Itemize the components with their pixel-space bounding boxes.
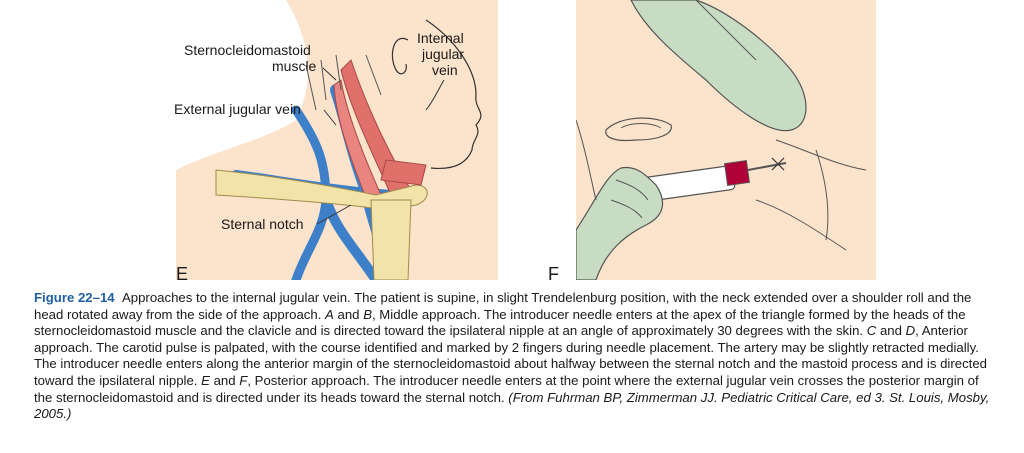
caption-and-2: and (876, 323, 906, 339)
caption-ref-a: A (325, 306, 334, 322)
sternal-head-shape (380, 159, 427, 186)
leader-line-notch (316, 204, 352, 225)
ear (391, 37, 409, 75)
sternum-shape (370, 199, 412, 280)
panel-letter-f: F (548, 264, 559, 284)
label-external-jugular-vein: External jugular vein (174, 101, 301, 117)
caption-text-4: , Posterior approach. The introducer nee… (34, 372, 979, 405)
ear-inner (620, 123, 662, 129)
leader-line-ej (323, 109, 337, 126)
figure-label: Figure 22–14 (34, 290, 115, 305)
glove-crease (695, 0, 757, 61)
upper-gloved-hand (630, 0, 807, 132)
brachiocephalic-vein-shape (321, 195, 381, 280)
caption-and-3: and (209, 372, 240, 388)
syringe-hub (724, 160, 750, 186)
caption-and-1: and (333, 306, 364, 322)
ear-outline (605, 117, 672, 142)
caption-text-3: , Anterior approach. The carotid pulse i… (34, 323, 988, 388)
posterior-approach-drawing (576, 0, 876, 280)
caption-ref-b: B (363, 306, 372, 322)
label-muscle: muscle (272, 58, 317, 74)
shoulder-contour (576, 119, 597, 201)
label-internal: Internal (417, 30, 464, 46)
label-sternocleidomastoid: Sternocleidomastoid (184, 42, 311, 58)
caption-ref-f: F (239, 372, 248, 388)
needle (747, 162, 787, 171)
panel-letter-e: E (176, 264, 189, 284)
label-jugular: jugular (422, 46, 465, 62)
finger-creases (610, 179, 649, 219)
neck-contour-lines (305, 54, 382, 111)
leader-line-scm (322, 67, 337, 81)
neck-contours (755, 139, 867, 251)
panel-f-illustration (576, 0, 876, 280)
caption-ref-c: C (866, 323, 877, 339)
figure-caption: Figure 22–14 Approaches to the internal … (34, 290, 994, 423)
lower-gloved-hand (576, 166, 664, 280)
caption-source: (From Fuhrman BP, Zimmerman JJ. Pediatri… (34, 389, 990, 422)
label-vein: vein (432, 62, 458, 78)
label-sternal-notch: Sternal notch (221, 216, 304, 232)
caption-text-2: , Middle approach. The introducer needle… (34, 306, 966, 339)
caption-text-1: Approaches to the internal jugular vein.… (34, 290, 972, 322)
leader-line-ij (425, 79, 445, 111)
face-profile (425, 19, 482, 170)
insertion-marker-x (771, 157, 785, 171)
caption-ref-d: D (905, 323, 916, 339)
panel-e-illustration (176, 0, 498, 280)
neck-anatomy-drawing (176, 0, 498, 280)
skin-region (176, 0, 498, 280)
caption-ref-e: E (201, 372, 210, 388)
